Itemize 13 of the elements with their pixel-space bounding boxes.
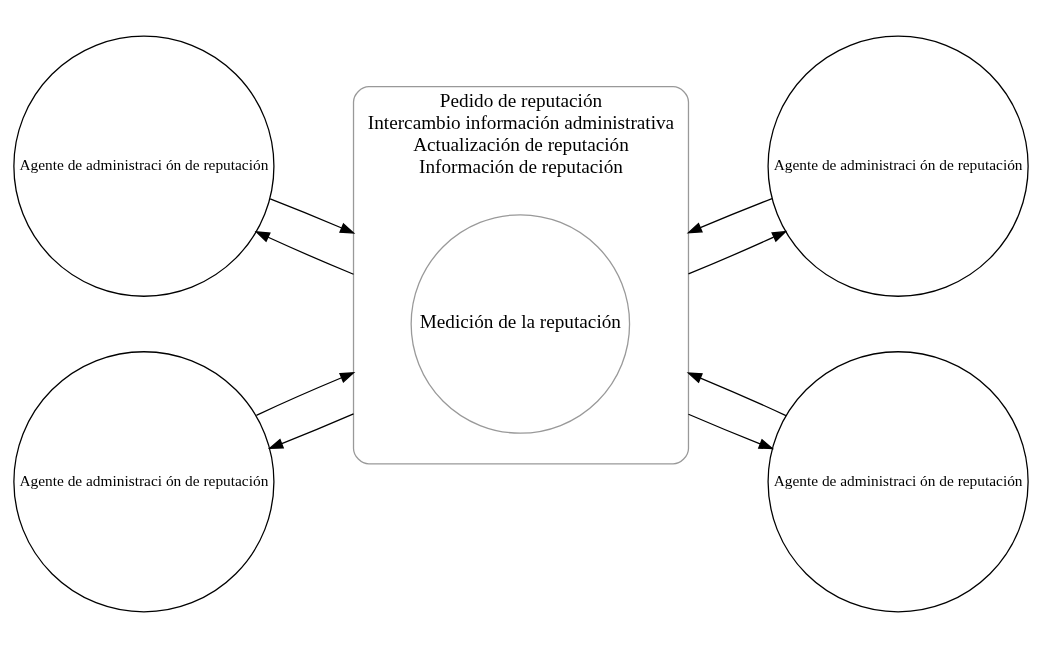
arrow [267, 413, 355, 450]
arrow [255, 372, 356, 416]
arrow [686, 372, 787, 417]
node-circle: Medición de la reputación [410, 214, 631, 434]
arrow [686, 198, 773, 234]
arrow [687, 413, 775, 450]
node-circle: Agente de administraci ón de reputación [13, 35, 275, 297]
arrow [269, 198, 356, 234]
node-circle: Agente de administraci ón de reputación [13, 351, 275, 613]
node-circle: Agente de administraci ón de reputación [767, 35, 1029, 297]
arrow [254, 230, 355, 275]
arrow [687, 230, 788, 275]
node-circle: Agente de administraci ón de reputación [767, 351, 1029, 613]
